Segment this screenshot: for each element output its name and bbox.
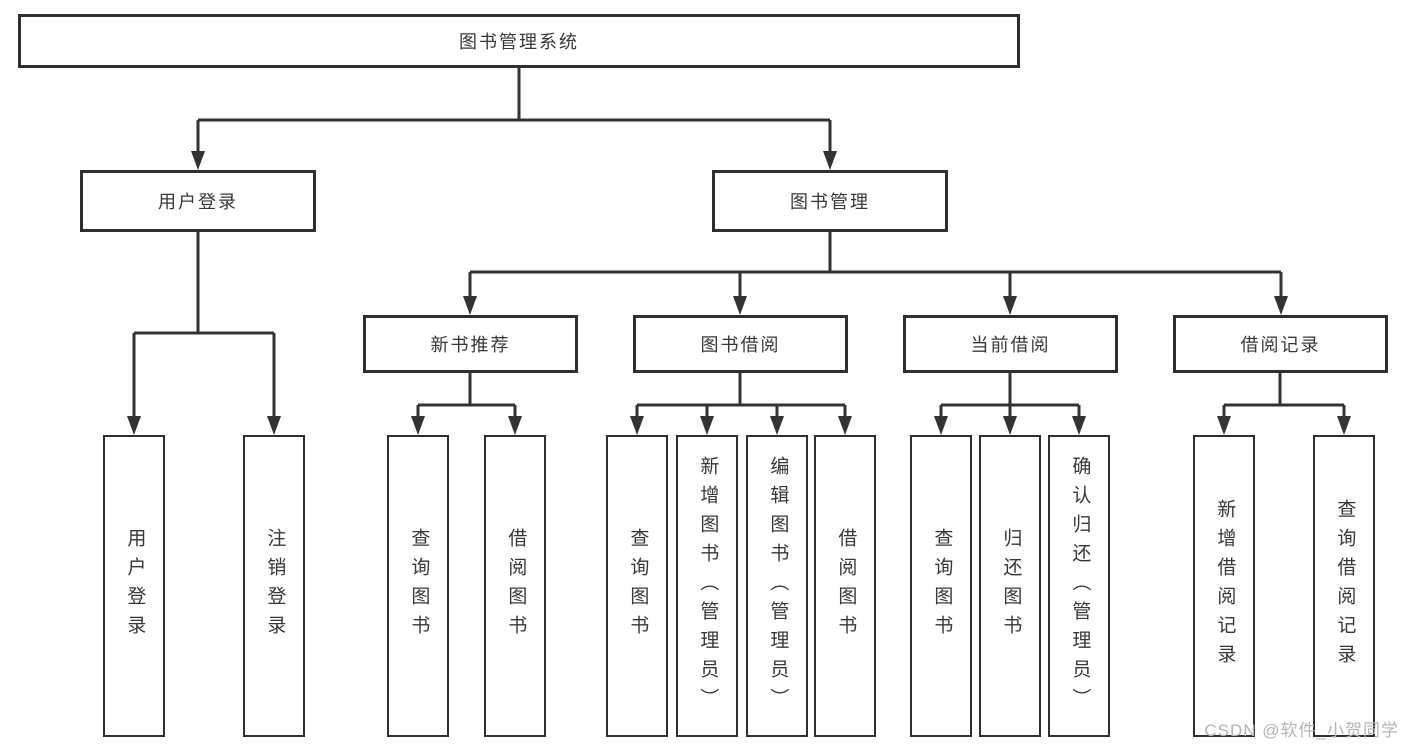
- node-book-borrow: 图书借阅: [633, 315, 848, 373]
- leaf-borrow-query-book-label: 查询图书: [627, 528, 649, 644]
- leaf-borrow-book: 借阅图书: [814, 435, 876, 737]
- leaf-user-login: 用户登录: [103, 435, 165, 737]
- leaf-query-borrow-record-label: 查询借阅记录: [1334, 499, 1356, 673]
- leaf-edit-book-admin-label: 编辑图书（管理员）: [767, 455, 789, 717]
- leaf-current-query-book: 查询图书: [910, 435, 972, 737]
- leaf-add-borrow-record-label: 新增借阅记录: [1214, 499, 1236, 673]
- leaf-return-book: 归还图书: [979, 435, 1041, 737]
- leaf-borrow-book-label: 借阅图书: [835, 528, 857, 644]
- leaf-confirm-return-admin: 确认归还（管理员）: [1048, 435, 1110, 737]
- node-borrow-records: 借阅记录: [1173, 315, 1388, 373]
- node-book-management-label: 图书管理: [790, 192, 870, 212]
- node-new-book-recommend-label: 新书推荐: [430, 335, 511, 355]
- leaf-add-book-admin: 新增图书（管理员）: [676, 435, 738, 737]
- leaf-recommend-borrow-book: 借阅图书: [484, 435, 546, 737]
- node-borrow-records-label: 借阅记录: [1240, 335, 1321, 355]
- arrowhead-icons: [127, 151, 1351, 435]
- leaf-user-login-label: 用户登录: [124, 528, 146, 644]
- leaf-logout-label: 注销登录: [264, 528, 286, 644]
- leaf-add-borrow-record: 新增借阅记录: [1193, 435, 1255, 737]
- leaf-current-query-book-label: 查询图书: [931, 528, 953, 644]
- csdn-watermark: CSDN @软件_小贺同学: [1204, 721, 1399, 740]
- leaf-borrow-query-book: 查询图书: [606, 435, 668, 737]
- node-user-login-label: 用户登录: [158, 192, 238, 212]
- node-new-book-recommend: 新书推荐: [363, 315, 578, 373]
- node-book-borrow-label: 图书借阅: [700, 335, 781, 355]
- node-current-borrow: 当前借阅: [903, 315, 1118, 373]
- leaf-edit-book-admin: 编辑图书（管理员）: [746, 435, 808, 737]
- leaf-recommend-query-book-label: 查询图书: [408, 528, 430, 644]
- node-user-login: 用户登录: [80, 170, 316, 232]
- leaf-query-borrow-record: 查询借阅记录: [1313, 435, 1375, 737]
- leaf-add-book-admin-label: 新增图书（管理员）: [697, 455, 719, 717]
- node-root-label: 图书管理系统: [459, 32, 579, 52]
- node-book-management: 图书管理: [712, 170, 948, 232]
- leaf-confirm-return-admin-label: 确认归还（管理员）: [1069, 455, 1091, 717]
- node-current-borrow-label: 当前借阅: [970, 335, 1051, 355]
- leaf-return-book-label: 归还图书: [1000, 528, 1022, 644]
- leaf-recommend-query-book: 查询图书: [387, 435, 449, 737]
- node-root-system: 图书管理系统: [18, 14, 1020, 68]
- leaf-logout: 注销登录: [243, 435, 305, 737]
- leaf-recommend-borrow-book-label: 借阅图书: [505, 528, 527, 644]
